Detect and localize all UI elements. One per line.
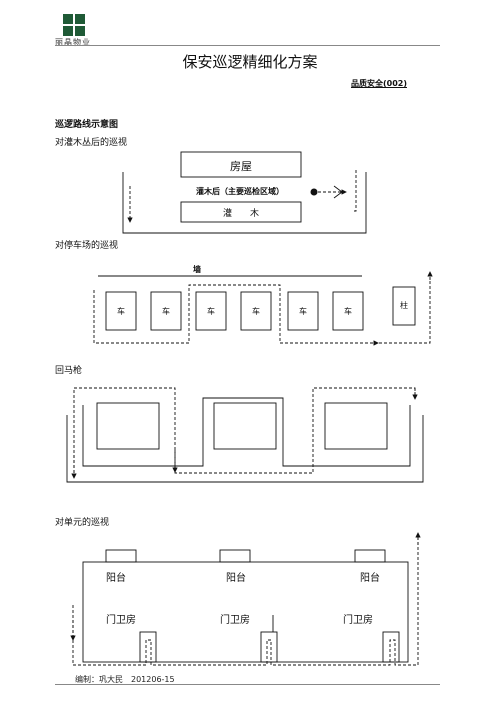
company-name: 丽晶物业	[55, 38, 91, 47]
page-title: 保安巡逻精细化方案	[182, 53, 318, 71]
horseshoe-building-3	[324, 402, 388, 450]
footer-rule	[55, 684, 440, 685]
balcony-2	[219, 549, 251, 563]
section-title-parking: 对停车场的巡视	[55, 241, 119, 251]
car-label-4: 车	[252, 307, 260, 316]
car-label-6: 车	[344, 307, 352, 316]
section-title-shrub: 对灌木丛后的巡视	[55, 138, 128, 148]
car-label-3: 车	[207, 307, 215, 316]
header-rule	[55, 45, 440, 46]
guard-door-1	[139, 631, 157, 663]
diagram-heading: 巡逻路线示意图	[55, 120, 119, 130]
pillar-label: 柱	[400, 301, 408, 310]
horseshoe-inner-wall	[82, 397, 411, 467]
balcony-label-3: 阳台	[360, 573, 380, 584]
balcony-label-1: 阳台	[106, 573, 126, 584]
shrub-label: 灌 木	[222, 209, 259, 219]
document-code: 品质安全(002)	[350, 79, 407, 88]
section-title-unit: 对单元的巡视	[55, 518, 110, 528]
parking-patrol-route-pillar	[379, 278, 431, 344]
horseshoe-building-1	[96, 402, 160, 450]
car-3	[195, 291, 227, 331]
guard-door-3	[382, 631, 400, 663]
house-label: 房屋	[230, 160, 252, 173]
shrub-patrol-route	[353, 170, 357, 212]
guard-label-3: 门卫房	[343, 615, 373, 626]
patrol-direction-chevron	[333, 185, 343, 199]
car-label-2: 车	[162, 307, 170, 316]
balcony-label-2: 阳台	[226, 573, 246, 584]
section-title-horseshoe: 回马枪	[55, 366, 83, 376]
car-5	[287, 291, 319, 331]
horseshoe-patrol-route	[73, 387, 416, 478]
horseshoe-building-2	[213, 402, 277, 450]
footer-author: 编制：巩大民 201206-15	[75, 675, 175, 684]
pillar	[392, 286, 416, 326]
guard-door-2	[260, 631, 278, 663]
balcony-3	[354, 549, 386, 563]
shrub-box	[180, 201, 302, 223]
guard-label-1: 门卫房	[106, 615, 136, 626]
wall-label: 墙	[193, 265, 201, 274]
company-logo	[63, 14, 85, 36]
yard-wall	[122, 172, 367, 234]
shrub-zone-label: 灌木后（主要巡检区域）	[196, 187, 284, 196]
car-1	[105, 291, 137, 331]
patrol-start-dot	[310, 188, 318, 196]
guard-label-2: 门卫房	[220, 615, 250, 626]
unit-patrol-route	[72, 535, 419, 666]
parking-patrol-route	[93, 284, 370, 344]
car-2	[150, 291, 182, 331]
balcony-1	[105, 549, 137, 563]
horseshoe-outer-wall	[66, 415, 424, 483]
car-4	[240, 291, 272, 331]
house-box	[180, 151, 302, 178]
car-6	[332, 291, 364, 331]
car-label-5: 车	[299, 307, 307, 316]
car-label-1: 车	[117, 307, 125, 316]
